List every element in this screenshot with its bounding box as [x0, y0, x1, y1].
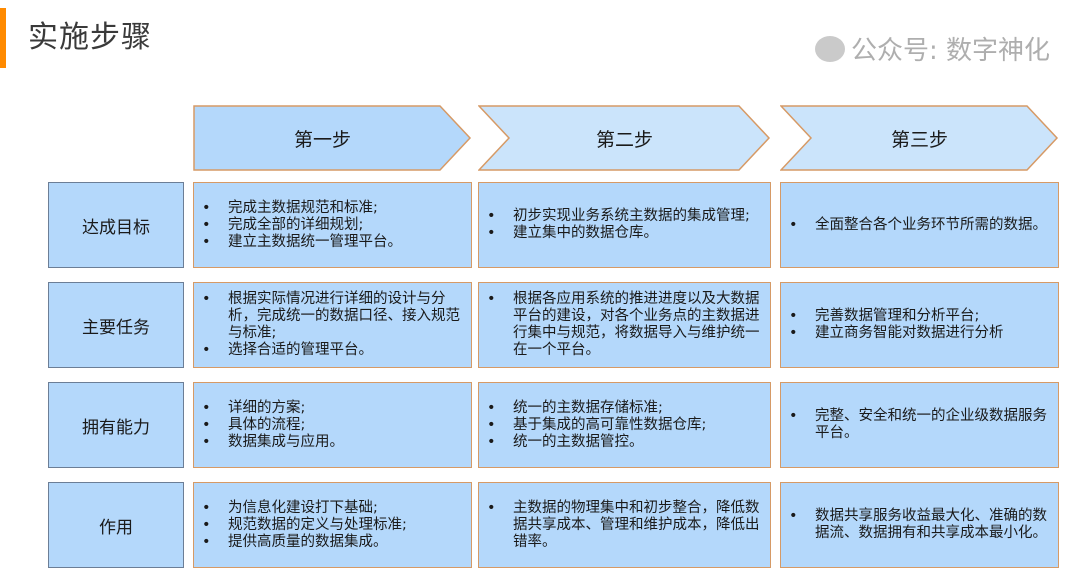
content-cell: 统一的主数据存储标准;基于集成的高可靠性数据仓库;统一的主数据管控。 [478, 382, 771, 468]
bullet-item: 建立集中的数据仓库。 [487, 225, 750, 242]
content-cell: 为信息化建设打下基础;规范数据的定义与处理标准;提供高质量的数据集成。 [193, 482, 472, 568]
row-label: 作用 [48, 482, 184, 568]
bullet-item: 统一的主数据管控。 [487, 434, 706, 451]
bullet-item: 完成主数据规范和标准; [202, 200, 402, 217]
step-header-1: 第一步 [193, 105, 472, 171]
watermark: 公众号: 数字神化 [814, 30, 1050, 67]
bullet-item: 统一的主数据存储标准; [487, 400, 706, 417]
bullet-item: 建立商务智能对数据进行分析 [789, 325, 1004, 342]
content-cell: 根据各应用系统的推进进度以及大数据平台的建设，对各个业务点的主数据进行集中与规范… [478, 282, 771, 368]
step-header-3: 第三步 [780, 105, 1059, 171]
content-cell: 数据共享服务收益最大化、准确的数据流、数据拥有和共享成本最小化。 [780, 482, 1059, 568]
step-header-2: 第二步 [478, 105, 771, 171]
bullet-item: 主数据的物理集中和初步整合，降低数据共享成本、管理和维护成本，降低出错率。 [487, 500, 764, 551]
bullet-item: 提供高质量的数据集成。 [202, 534, 407, 551]
row-label: 达成目标 [48, 182, 184, 268]
bullet-item: 具体的流程; [202, 417, 344, 434]
bullet-item: 完善数据管理和分析平台; [789, 308, 1004, 325]
content-cell: 初步实现业务系统主数据的集成管理;建立集中的数据仓库。 [478, 182, 771, 268]
bullet-item: 全面整合各个业务环节所需的数据。 [789, 217, 1047, 234]
bullet-item: 完整、安全和统一的企业级数据服务平台。 [789, 408, 1052, 442]
step-label: 第二步 [595, 129, 653, 151]
bullet-item: 选择合适的管理平台。 [202, 342, 465, 359]
content-cell: 主数据的物理集中和初步整合，降低数据共享成本、管理和维护成本，降低出错率。 [478, 482, 771, 568]
step-label: 第一步 [293, 129, 351, 151]
bullet-item: 基于集成的高可靠性数据仓库; [487, 417, 706, 434]
bullet-item: 完成全部的详细规划; [202, 217, 402, 234]
bullet-item: 详细的方案; [202, 400, 344, 417]
content-cell: 完整、安全和统一的企业级数据服务平台。 [780, 382, 1059, 468]
bullet-item: 根据各应用系统的推进进度以及大数据平台的建设，对各个业务点的主数据进行集中与规范… [487, 291, 764, 359]
content-cell: 完成主数据规范和标准;完成全部的详细规划;建立主数据统一管理平台。 [193, 182, 472, 268]
title-accent-bar [0, 8, 6, 68]
content-cell: 完善数据管理和分析平台;建立商务智能对数据进行分析 [780, 282, 1059, 368]
step-label: 第三步 [890, 129, 948, 151]
content-cell: 全面整合各个业务环节所需的数据。 [780, 182, 1059, 268]
bullet-item: 数据共享服务收益最大化、准确的数据流、数据拥有和共享成本最小化。 [789, 508, 1052, 542]
wechat-icon [814, 35, 845, 62]
watermark-text: 公众号: 数字神化 [850, 36, 1050, 66]
bullet-item: 建立主数据统一管理平台。 [202, 234, 402, 251]
bullet-item: 根据实际情况进行详细的设计与分析，完成统一的数据口径、接入规范与标准; [202, 291, 465, 342]
bullet-item: 数据集成与应用。 [202, 434, 344, 451]
bullet-item: 为信息化建设打下基础; [202, 500, 407, 517]
content-cell: 详细的方案;具体的流程;数据集成与应用。 [193, 382, 472, 468]
row-label: 拥有能力 [48, 382, 184, 468]
bullet-item: 初步实现业务系统主数据的集成管理; [487, 208, 750, 225]
bullet-item: 规范数据的定义与处理标准; [202, 517, 407, 534]
page-title: 实施步骤 [28, 20, 152, 55]
row-label: 主要任务 [48, 282, 184, 368]
content-cell: 根据实际情况进行详细的设计与分析，完成统一的数据口径、接入规范与标准;选择合适的… [193, 282, 472, 368]
